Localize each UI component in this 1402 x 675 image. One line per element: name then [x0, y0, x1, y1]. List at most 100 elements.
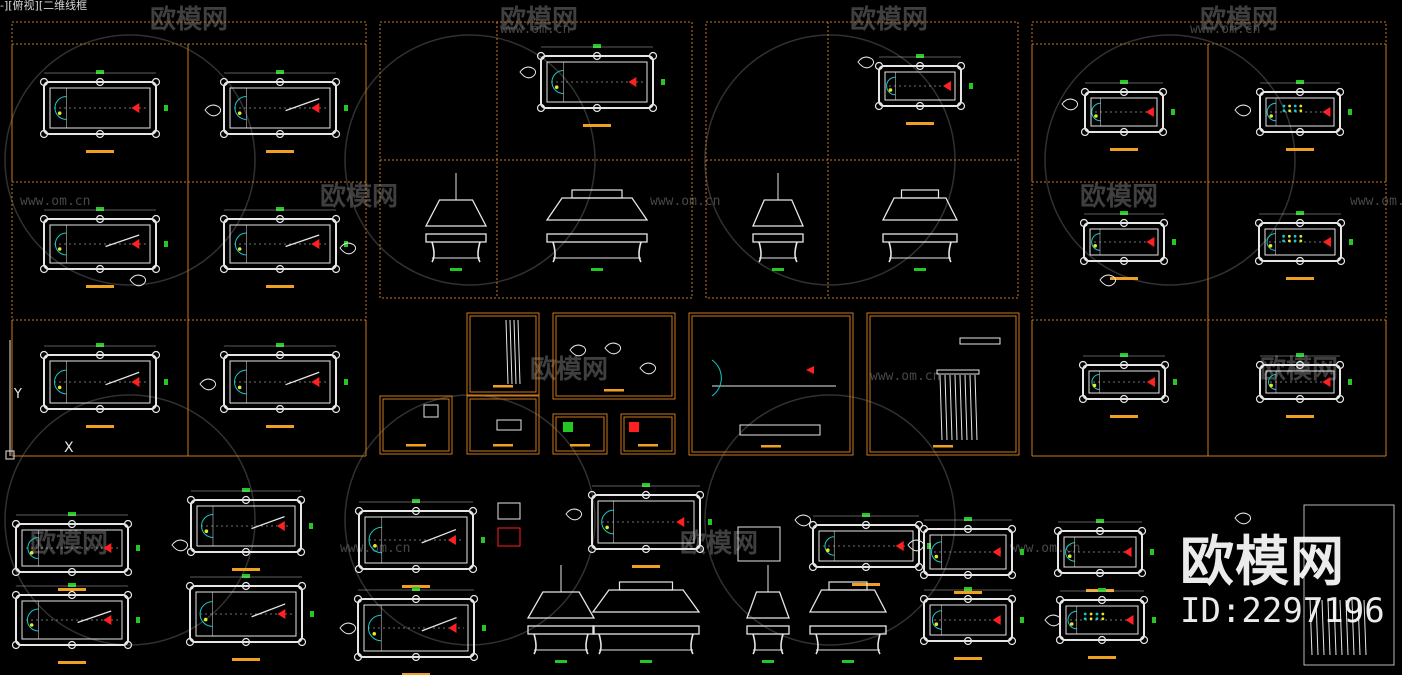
table-cushion — [229, 224, 331, 264]
lamp-shade — [618, 581, 674, 591]
cue-rack-stick — [1357, 599, 1361, 656]
dimension-tag — [481, 537, 485, 543]
cue-ball — [237, 247, 242, 251]
watermark-url-text: www.om.cn — [1010, 541, 1080, 556]
detail-box — [496, 419, 522, 431]
table-rail — [1082, 364, 1166, 400]
ball — [1282, 234, 1285, 238]
hand-symbol — [604, 342, 622, 355]
lamp-body — [808, 589, 888, 613]
baulk-arc — [26, 608, 39, 632]
pocket — [353, 594, 363, 604]
watermark-circle — [704, 394, 956, 646]
table-cushion — [929, 604, 1007, 636]
hand-symbol — [339, 622, 357, 635]
ball-rack — [676, 517, 685, 527]
cue-rack-stick — [1363, 599, 1367, 656]
pocket — [1095, 568, 1105, 578]
ball — [1083, 617, 1087, 621]
table-rail — [540, 55, 654, 109]
cue-ball — [554, 85, 559, 89]
ball-rack — [131, 103, 140, 113]
pool-table-plan — [219, 70, 348, 153]
pocket — [1007, 524, 1017, 534]
pocket — [275, 129, 285, 139]
pocket — [1097, 595, 1107, 605]
dimension-tag — [1020, 617, 1024, 623]
detail-sheet — [1303, 504, 1395, 666]
pool-table-plan — [587, 483, 712, 568]
pocket — [95, 350, 105, 360]
cue-ball — [57, 385, 62, 390]
dimension-tag — [242, 574, 250, 578]
pocket — [956, 61, 966, 71]
pocket — [1254, 218, 1264, 228]
lamp-shade — [752, 199, 804, 227]
table-cushion — [229, 360, 331, 404]
pocket — [39, 214, 49, 224]
pocket — [1335, 127, 1345, 137]
baulk-arc — [199, 601, 213, 627]
pocket — [648, 103, 658, 113]
drawing-title-bar — [1286, 415, 1314, 418]
ball-rack — [448, 623, 457, 633]
pocket — [241, 547, 251, 557]
dimension-tag — [642, 483, 650, 487]
dimension-tag — [276, 207, 284, 211]
pocket — [1295, 360, 1305, 370]
hand-symbol — [1044, 614, 1062, 627]
cue-ball — [29, 623, 34, 627]
drawing-title-bar — [570, 444, 590, 447]
dimension-tag — [1098, 588, 1106, 592]
drawing-title-bar — [1088, 656, 1116, 659]
hand-symbol — [1061, 98, 1079, 111]
table-cushion — [49, 224, 151, 264]
ball — [1089, 617, 1093, 621]
watermark-circle — [344, 34, 596, 286]
lamp-body — [545, 197, 649, 221]
lamp-body — [591, 589, 701, 613]
frame-cell — [1031, 319, 1209, 457]
pocket — [919, 594, 929, 604]
pocket — [1079, 256, 1089, 266]
table-cushion — [884, 71, 956, 101]
pocket — [915, 101, 925, 111]
drawing-title-bar — [632, 565, 660, 568]
ball-rack — [1145, 107, 1154, 117]
pocket — [354, 564, 364, 574]
cue-stick — [285, 98, 320, 112]
dimension-tag — [1348, 109, 1352, 115]
ball — [1095, 617, 1099, 621]
ball — [1299, 109, 1303, 113]
ball-rack — [131, 377, 140, 387]
pocket — [1158, 87, 1168, 97]
ball-rack — [1322, 107, 1331, 117]
table-cushion — [818, 530, 914, 562]
ball-rack — [1322, 237, 1331, 247]
dimension-tag — [914, 268, 926, 271]
pocket — [67, 519, 77, 529]
dimension-tag — [412, 587, 420, 591]
ucs-icon: YX — [5, 340, 74, 460]
pocket — [275, 214, 285, 224]
cue-rack-stick — [959, 374, 963, 441]
dimension-tag — [1120, 353, 1128, 357]
pocket — [331, 77, 341, 87]
drawing-title-bar — [1110, 277, 1138, 280]
pocket — [1055, 595, 1065, 605]
pocket — [874, 61, 884, 71]
hand-symbol — [565, 508, 583, 521]
detail-sheet-inner — [869, 315, 1017, 453]
pocket — [297, 637, 307, 647]
pocket — [331, 214, 341, 224]
pool-table-plan — [39, 207, 168, 288]
pocket — [95, 214, 105, 224]
dimension-tag — [276, 70, 284, 74]
drawing-title-bar — [266, 150, 294, 153]
baulk-arc — [54, 369, 67, 395]
lamp-shade — [526, 591, 596, 619]
baulk-arc — [1268, 374, 1277, 390]
viewport-label[interactable]: -][俯视][二维线框 — [0, 0, 88, 12]
pocket — [39, 129, 49, 139]
